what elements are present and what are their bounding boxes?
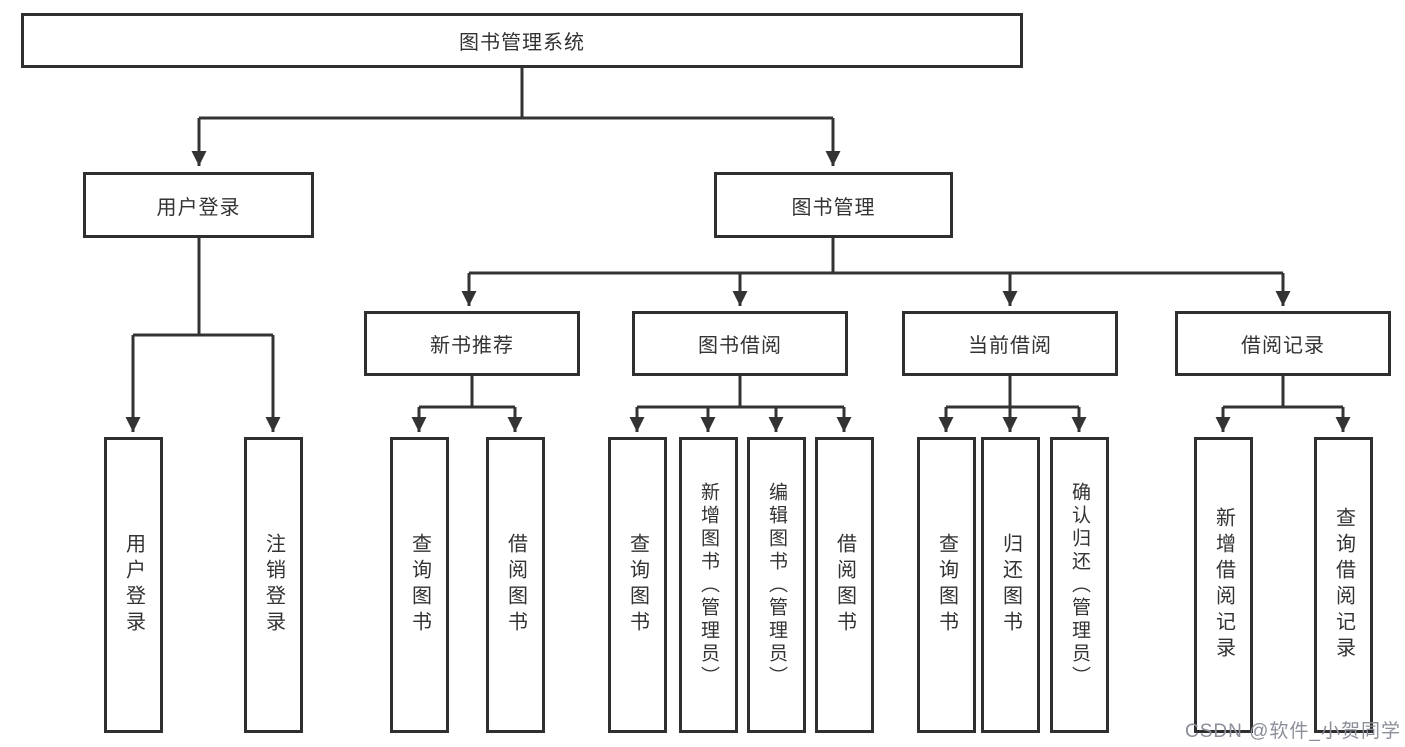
leaf-label: 编辑图书（管理员） <box>766 481 787 689</box>
leaf-label: 确认归还（管理员） <box>1069 481 1090 689</box>
leaf-label: 查询借阅记录 <box>1332 507 1355 663</box>
leaf-label: 借阅图书 <box>833 533 856 637</box>
node-book-borrowing: 图书借阅 <box>632 311 848 376</box>
leaf-label: 查询图书 <box>935 533 958 637</box>
node-current-borrowing: 当前借阅 <box>902 311 1118 376</box>
leaf-query-books-current: 查询图书 <box>917 437 976 733</box>
leaf-query-borrow-record: 查询借阅记录 <box>1314 437 1373 733</box>
leaf-borrow-books-recommend: 借阅图书 <box>486 437 545 733</box>
leaf-label: 查询图书 <box>626 533 649 637</box>
leaf-label: 新增借阅记录 <box>1212 507 1235 663</box>
leaf-user-login: 用户登录 <box>104 437 163 733</box>
leaf-add-borrow-record: 新增借阅记录 <box>1194 437 1253 733</box>
node-root-system: 图书管理系统 <box>21 13 1023 68</box>
leaf-logout: 注销登录 <box>244 437 303 733</box>
node-borrowing-records: 借阅记录 <box>1175 311 1391 376</box>
leaf-return-books: 归还图书 <box>981 437 1040 733</box>
leaf-label: 查询图书 <box>408 533 431 637</box>
node-user-login: 用户登录 <box>83 172 314 238</box>
leaf-borrow-books: 借阅图书 <box>815 437 874 733</box>
leaf-label: 归还图书 <box>999 533 1022 637</box>
leaf-query-books-recommend: 查询图书 <box>390 437 449 733</box>
leaf-query-books-borrow: 查询图书 <box>608 437 667 733</box>
leaf-edit-books-admin: 编辑图书（管理员） <box>747 437 806 733</box>
leaf-label: 用户登录 <box>122 533 145 637</box>
leaf-add-books-admin: 新增图书（管理员） <box>679 437 738 733</box>
leaf-label: 注销登录 <box>262 533 285 637</box>
csdn-watermark: CSDN @软件_小贺同学 <box>1185 721 1401 742</box>
node-book-management: 图书管理 <box>714 172 953 238</box>
leaf-confirm-return-admin: 确认归还（管理员） <box>1050 437 1109 733</box>
node-new-book-recommend: 新书推荐 <box>364 311 580 376</box>
leaf-label: 借阅图书 <box>504 533 527 637</box>
leaf-label: 新增图书（管理员） <box>698 481 719 689</box>
